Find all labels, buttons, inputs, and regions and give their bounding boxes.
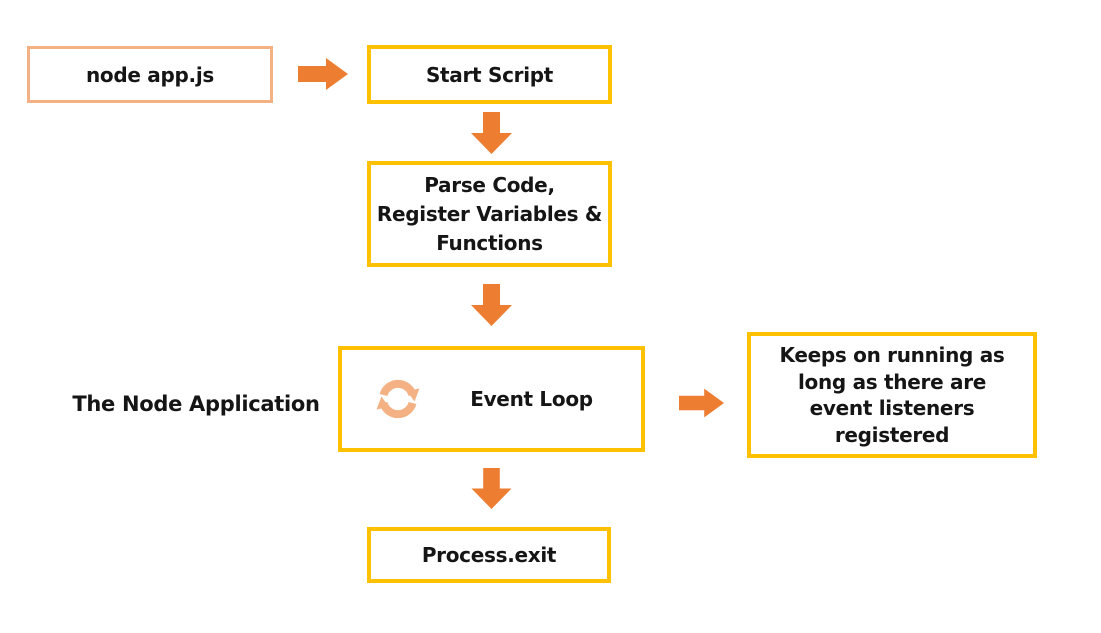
start-script-box: Start Script bbox=[367, 45, 612, 104]
process-exit-label: Process.exit bbox=[421, 543, 557, 567]
node-app-box: node app.js bbox=[27, 46, 273, 103]
event-loop-label: Event Loop bbox=[470, 387, 593, 411]
arrow-right-event-loop-to-keeps-running bbox=[679, 388, 724, 418]
arrow-right-node-to-start bbox=[298, 58, 348, 90]
process-exit-box: Process.exit bbox=[367, 527, 611, 583]
node-application-label: The Node Application bbox=[72, 392, 320, 416]
parse-code-label: Parse Code, Register Variables & Functio… bbox=[376, 172, 603, 255]
arrow-down-start-to-parse bbox=[471, 112, 512, 154]
start-script-label: Start Script bbox=[425, 62, 554, 87]
loop-refresh-icon bbox=[376, 379, 420, 419]
arrow-down-event-loop-to-process-exit bbox=[471, 468, 512, 509]
node-app-label: node app.js bbox=[85, 62, 214, 87]
keeps-running-box: Keeps on running as long as there are ev… bbox=[747, 332, 1037, 458]
parse-code-box: Parse Code, Register Variables & Functio… bbox=[367, 161, 612, 267]
event-loop-box: Event Loop bbox=[338, 346, 645, 452]
keeps-running-label: Keeps on running as long as there are ev… bbox=[779, 343, 1005, 447]
arrow-down-parse-to-event-loop bbox=[471, 284, 512, 326]
